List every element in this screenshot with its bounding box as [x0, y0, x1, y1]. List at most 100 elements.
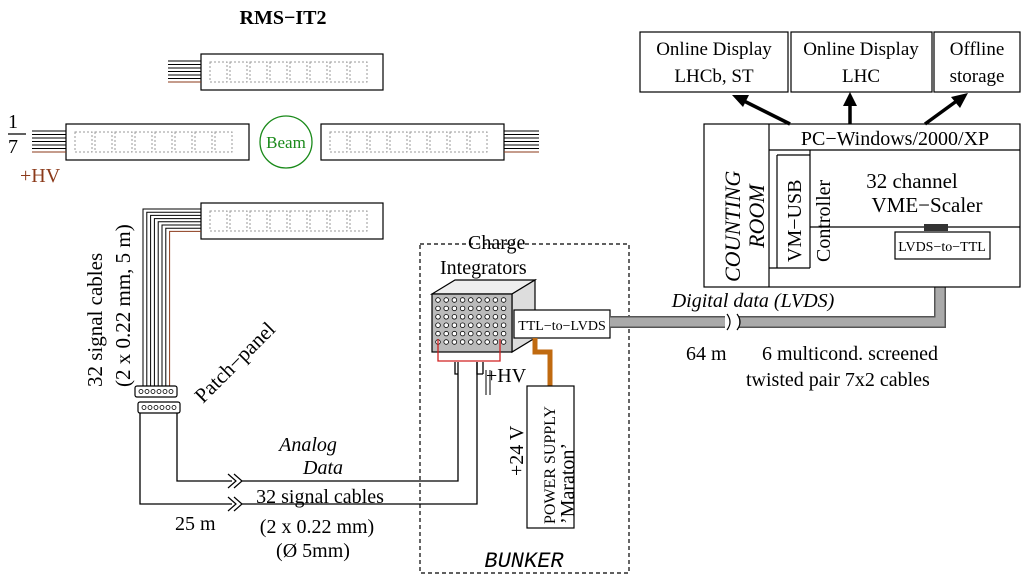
integrator-channel — [443, 305, 449, 312]
detector-segment — [349, 61, 368, 83]
bundle-wire — [165, 227, 201, 386]
detector-segment — [174, 131, 193, 153]
integrator-channel — [459, 297, 466, 303]
integrator-channel — [484, 305, 490, 312]
counting-room-box — [703, 123, 1021, 288]
integrator-channel — [500, 330, 507, 337]
charge-integrators-line1: Charge — [468, 232, 526, 254]
power-supply-line2: ’Maraton’ — [557, 443, 579, 524]
integrator-channel — [468, 305, 474, 312]
integrator-channel — [435, 314, 441, 320]
integrator-channel — [459, 305, 466, 312]
integrator-channel — [459, 339, 466, 345]
connector-pin — [138, 389, 144, 394]
online-display-lhcb-line1: Online Display — [656, 39, 772, 60]
patch-panel-label: Patch−panel — [190, 317, 281, 408]
counting-room-line2: ROOM — [744, 183, 769, 249]
detector-segment — [194, 131, 213, 153]
connector-pin — [141, 405, 147, 410]
integrator-channel — [443, 322, 449, 328]
detector-segment — [329, 131, 348, 153]
detector-segment — [269, 210, 288, 232]
detector-segment — [249, 210, 268, 232]
vm-usb-line2: Controller — [813, 179, 835, 262]
connector-pin — [153, 405, 159, 410]
counting-room-group: PC−Windows/2000/XP COUNTING ROOM VM−USB … — [703, 123, 1021, 288]
detector-title: RMS−IT2 — [240, 7, 327, 29]
detector-segment — [229, 61, 248, 83]
bunker-label: BUNKER — [484, 549, 564, 574]
detector-module-right — [320, 123, 539, 161]
power-supply-box — [526, 385, 575, 529]
bundle-wire — [142, 208, 201, 386]
online-display-lhcb-box — [639, 31, 789, 93]
detector-segment — [289, 61, 308, 83]
integrator-channel — [468, 297, 474, 303]
patch-connector-upper — [134, 385, 178, 398]
offline-storage-line1: Offline — [950, 39, 1005, 60]
offline-storage-box — [933, 31, 1021, 93]
beam-label: Beam — [266, 133, 306, 152]
detector-segment — [349, 131, 368, 153]
multicond-cables-line1: 6 multicond. screened — [762, 343, 938, 365]
integrator-channel — [492, 314, 499, 320]
analog-cables — [139, 362, 478, 512]
online-display-lhc-line2: LHC — [842, 66, 880, 87]
signal-cables-vertical-line2: (2 x 0.22 mm, 5 m) — [111, 224, 135, 387]
analog-signal-cables-line3: (Ø 5mm) — [276, 540, 350, 562]
integrator-channel — [451, 339, 458, 345]
integrator-channel — [468, 330, 474, 337]
patch-connector-lower — [137, 401, 181, 414]
detector-segment — [134, 131, 153, 153]
detector-segment — [409, 131, 428, 153]
integrator-channel — [459, 322, 466, 328]
connector-pin — [171, 405, 177, 410]
offline-storage-line2: storage — [950, 66, 1005, 87]
bunker-group: Charge Integrators TTL−to−LVDS +HV POWER… — [419, 232, 630, 574]
beam-circle — [259, 115, 313, 169]
integrator-channel — [451, 314, 458, 320]
integrator-channel — [476, 330, 482, 337]
integrator-channel — [459, 314, 466, 320]
counting-room-line1: COUNTING — [720, 171, 745, 282]
detector-segment — [154, 131, 173, 153]
bunker-boundary — [419, 243, 630, 574]
power-supply-voltage: +24 V — [506, 425, 528, 476]
connector-pin — [162, 389, 168, 394]
cable-length-64m: 64 m — [686, 343, 727, 365]
integrator-channel — [476, 297, 482, 303]
integrator-channel — [451, 297, 458, 303]
integrator-channel — [492, 339, 499, 345]
integrator-channel — [500, 314, 507, 320]
lvds-connector — [924, 224, 948, 231]
integrator-hv-wire — [437, 339, 501, 362]
integrator-channel — [500, 297, 507, 303]
integrator-channel — [443, 297, 449, 303]
connector-pin — [165, 405, 171, 410]
integrator-channel — [443, 314, 449, 320]
wire-scale-bottom: 7 — [8, 136, 18, 158]
integrator-channel — [492, 305, 499, 312]
integrator-channel — [484, 314, 490, 320]
detector-segment — [309, 210, 328, 232]
integrator-channel — [492, 297, 499, 303]
power-supply-line1: POWER SUPPLY — [542, 406, 559, 524]
integrator-channel — [476, 322, 482, 328]
integrator-channel — [484, 339, 490, 345]
integrator-channel — [451, 322, 458, 328]
signal-cables-vertical-line1: 32 signal cables — [83, 253, 107, 387]
online-display-lhc-line1: Online Display — [803, 39, 919, 60]
integrator-channel — [476, 305, 482, 312]
detector-hv-label: +HV — [20, 165, 61, 187]
integrator-channel — [476, 339, 482, 345]
scaler-line2: VME−Scaler — [872, 193, 983, 217]
detector-segment — [349, 210, 368, 232]
integrator-channel — [435, 330, 441, 337]
integrator-channel — [468, 314, 474, 320]
bundle-wire — [169, 230, 201, 386]
wire-scale-top: 1 — [8, 111, 18, 133]
analog-data-line2: Data — [302, 457, 343, 479]
integrator-channel — [500, 305, 507, 312]
detector-module-top — [168, 53, 384, 91]
detector-segment — [94, 131, 113, 153]
